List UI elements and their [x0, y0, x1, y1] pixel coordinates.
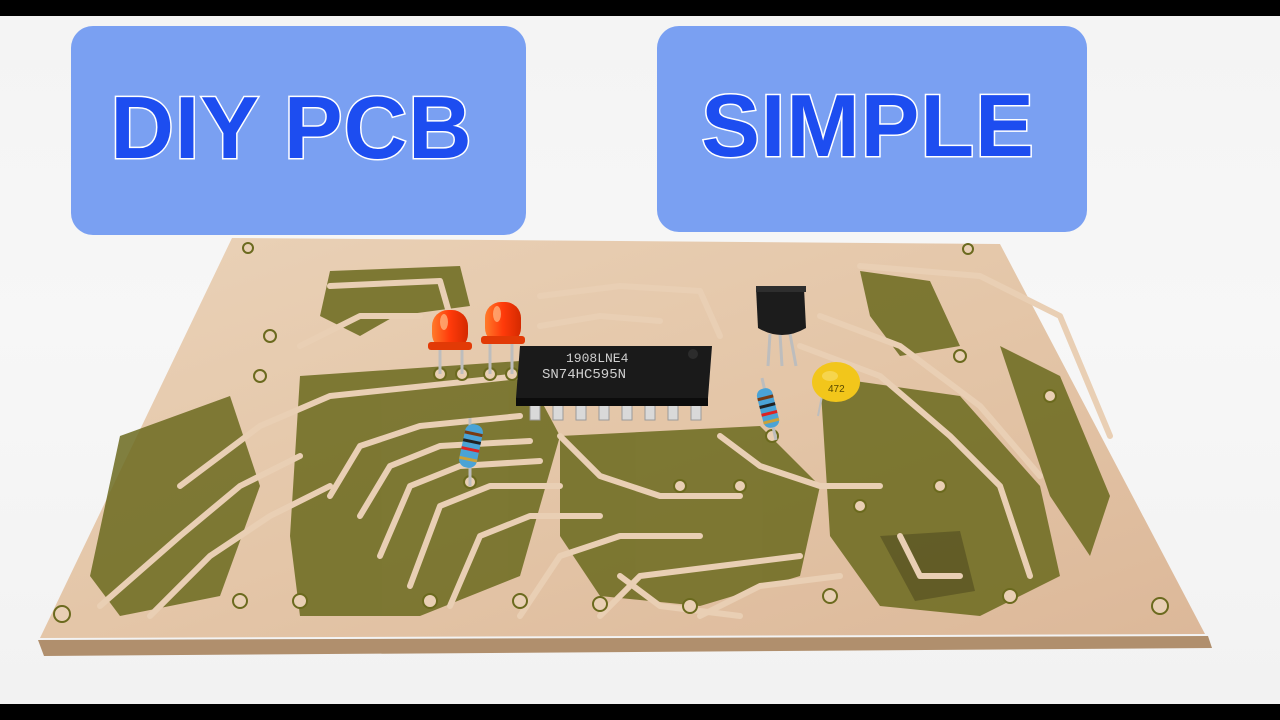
pcb-photo: 1908LNE4 SN74HC595N 472 DIY PCB SIMPLE [0, 16, 1280, 704]
ic-marking-line2: SN74HC595N [542, 367, 626, 383]
capacitor-marking: 472 [828, 384, 845, 395]
board-edge [38, 636, 1212, 656]
copper-traces [97, 263, 1113, 619]
pcb-illustration: 1908LNE4 SN74HC595N 472 [38, 238, 1212, 656]
capacitor [812, 362, 860, 417]
ic-marking-line1: 1908LNE4 [566, 351, 629, 366]
solder-pads [53, 242, 1169, 623]
diy-pcb-label: DIY PCB [109, 76, 473, 178]
ic-chip [516, 346, 712, 406]
ic-pins [529, 393, 702, 421]
led-left [428, 310, 472, 374]
resistor-right [756, 377, 780, 441]
simple-label: SIMPLE [700, 75, 1036, 177]
diy-pcb-label-box: DIY PCB [71, 26, 526, 235]
led-right [481, 302, 525, 374]
resistor-left [459, 418, 483, 486]
simple-label-box: SIMPLE [657, 26, 1087, 232]
transistor [756, 286, 806, 367]
